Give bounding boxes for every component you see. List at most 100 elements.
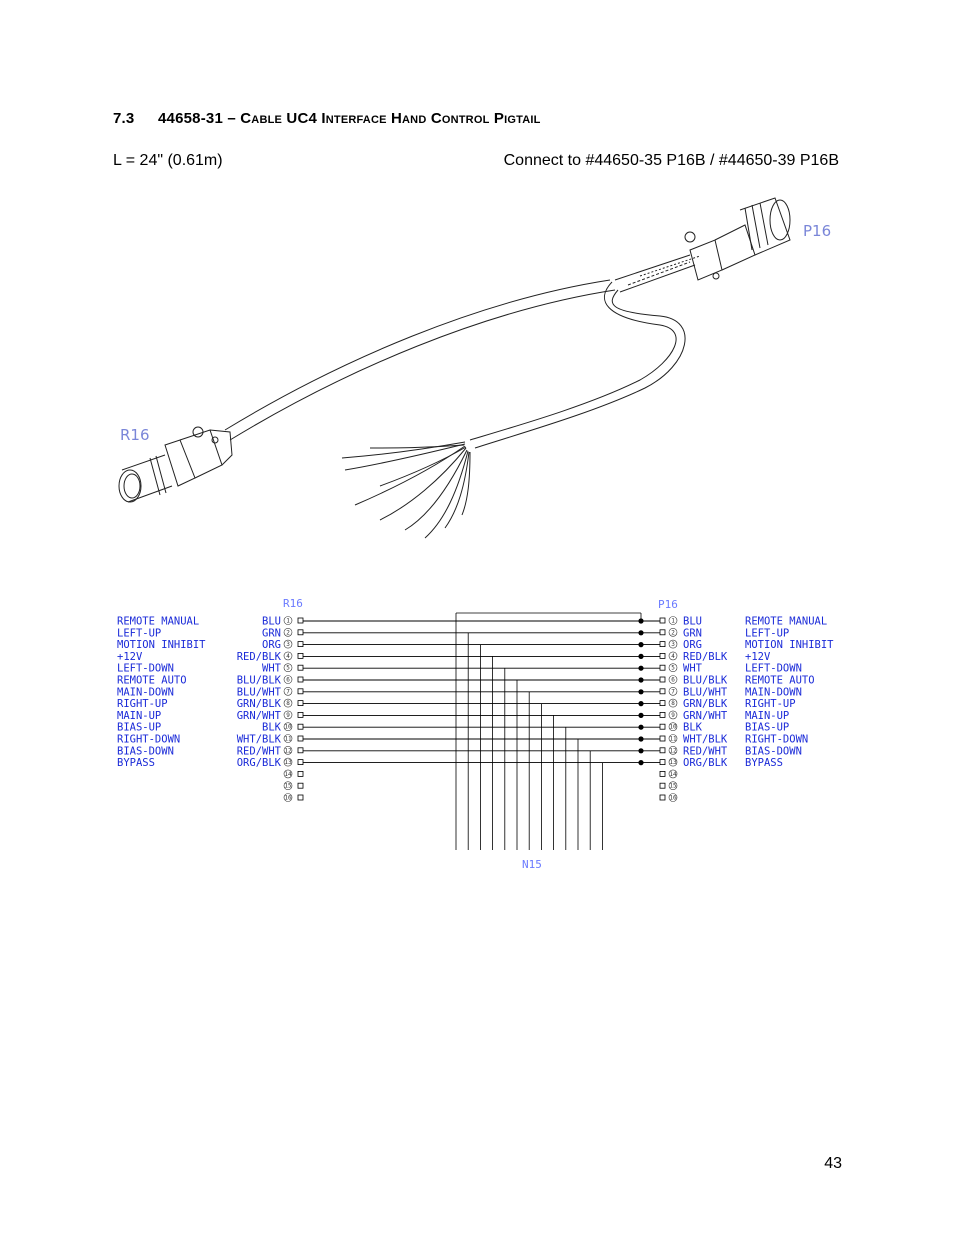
r16-pin-number-circle (283, 722, 293, 732)
splice-dot (638, 748, 644, 754)
r16-pin-box (297, 700, 304, 706)
p16-wire-color-label: BLU/WHT (683, 686, 728, 698)
r16-wire-color-label: RED/BLK (237, 651, 282, 663)
r16-function-label: +12V (117, 651, 143, 663)
r16-function-label: BIAS-UP (117, 722, 161, 734)
splice-dot (638, 665, 644, 671)
r16-wire-color-label: ORG/BLK (237, 757, 282, 769)
r16-wire-color-label: GRN/BLK (237, 698, 282, 710)
p16-wire-color-label: RED/BLK (683, 651, 728, 663)
p16-wire-color-label: ORG (683, 639, 702, 651)
r16-wire-color-label: BLK (262, 722, 282, 734)
p16-pin-box (659, 629, 666, 636)
p16-pin-number-circle (668, 651, 678, 661)
r16-pin-number-circle (283, 734, 293, 743)
p16-pin-box (659, 700, 666, 706)
r16-pin-box (297, 712, 304, 718)
splice-dot (638, 760, 644, 766)
splice-dot (638, 724, 644, 730)
splice-dot (638, 642, 644, 648)
r16-pin-box (297, 653, 304, 659)
r16-pin-number-circle (283, 793, 293, 802)
p16-wire-color-label: BLU (683, 616, 702, 628)
connect-to: Connect to #44650-35 P16B / #44650-39 P1… (503, 152, 839, 169)
r16-pin-number: 12 (284, 747, 292, 754)
p16-pin-box (659, 617, 666, 624)
p16-pin-number-circle (668, 793, 678, 802)
p16-pin-number-circle (668, 734, 678, 743)
p16-function-label: +12V (745, 651, 771, 663)
r16-function-label: RIGHT-DOWN (117, 734, 180, 746)
p16-pin-number-circle (668, 757, 678, 767)
r16-wire-color-label: BLU/BLK (237, 675, 282, 687)
p16-pin-number: 10 (669, 724, 677, 731)
r16-pin-number-circle (283, 769, 293, 779)
p16-pin-box (659, 747, 666, 754)
p16-pin-number-circle (668, 745, 678, 755)
r16-pin-box (297, 771, 304, 777)
r16-pin-number-circle (283, 745, 293, 755)
p16-wire-color-label: BLU/BLK (683, 675, 728, 687)
p16-pin-number: 6 (671, 677, 675, 684)
r16-function-label: BIAS-DOWN (117, 745, 174, 757)
r16-pin-box (297, 688, 304, 695)
r16-function-label: LEFT-DOWN (117, 663, 174, 675)
r16-pin-box (297, 747, 304, 754)
p16-pin-box (659, 735, 666, 742)
r16-pin-number: 15 (284, 783, 292, 790)
p16-pin-box (659, 759, 666, 765)
r16-pin-number-circle (283, 757, 293, 767)
r16-pin-box (297, 676, 304, 683)
r16-pin-number: 8 (286, 700, 290, 707)
r16-pin-number: 16 (284, 795, 292, 802)
r16-pin-box (297, 629, 304, 636)
r16-pin-box (297, 641, 304, 647)
p16-wire-color-label: WHT/BLK (683, 734, 728, 746)
r16-function-label: REMOTE AUTO (117, 675, 187, 687)
r16-pin-number-circle (283, 675, 293, 684)
p16-function-label: BIAS-UP (745, 722, 789, 734)
p16-pin-number-circle (668, 686, 678, 696)
r16-pin-box (297, 723, 304, 730)
p16-wire-color-label: RED/WHT (683, 745, 728, 757)
r16-wire-color-label: WHT (262, 663, 282, 675)
r16-pin-number-circle (283, 710, 293, 720)
splice-dot (638, 677, 644, 683)
p16-pin-box (659, 794, 666, 801)
p16-pin-number-circle (668, 769, 678, 779)
r16-wire-color-label: WHT/BLK (237, 734, 282, 746)
r16-connector-label: R16 (283, 597, 303, 610)
p16-pin-number: 13 (669, 759, 677, 766)
r16-pin-number: 1 (286, 618, 290, 625)
p16-pin-box (659, 782, 666, 789)
p16-function-label: RIGHT-DOWN (745, 734, 808, 746)
r16-pin-number: 14 (284, 771, 292, 778)
p16-pin-number: 3 (671, 641, 675, 648)
r16-pin-number: 9 (286, 712, 290, 719)
p16-function-label: BIAS-DOWN (745, 745, 802, 757)
r16-wire-color-label: RED/WHT (237, 745, 282, 757)
p16-function-label: MAIN-UP (745, 710, 789, 722)
splice-dot (638, 653, 644, 660)
p16-pin-number: 1 (671, 618, 675, 625)
p16-pin-number: 15 (669, 783, 677, 790)
p16-function-label: LEFT-DOWN (745, 663, 802, 675)
r16-pin-number-circle (283, 639, 293, 649)
p16-function-label: BYPASS (745, 757, 783, 769)
r16-pin-number-circle (283, 686, 293, 696)
r16-pin-number-circle (283, 651, 293, 661)
p16-pin-number: 12 (669, 747, 677, 754)
r16-pin-box (297, 617, 304, 624)
r16-function-label: MAIN-DOWN (117, 686, 174, 698)
r16-function-label: REMOTE MANUAL (117, 616, 199, 628)
p16-function-label: MAIN-DOWN (745, 686, 802, 698)
r16-pin-number-circle (283, 781, 293, 791)
r16-pin-number-circle (283, 627, 293, 637)
p16-function-label: LEFT-UP (745, 627, 789, 639)
p16-pin-number-circle (668, 616, 678, 625)
n15-connector-label: N15 (522, 858, 542, 871)
p16-wire-color-label: WHT (683, 663, 703, 675)
r16-function-label: LEFT-UP (117, 627, 161, 639)
splice-dot (638, 630, 644, 636)
r16-pin-box (297, 759, 304, 765)
